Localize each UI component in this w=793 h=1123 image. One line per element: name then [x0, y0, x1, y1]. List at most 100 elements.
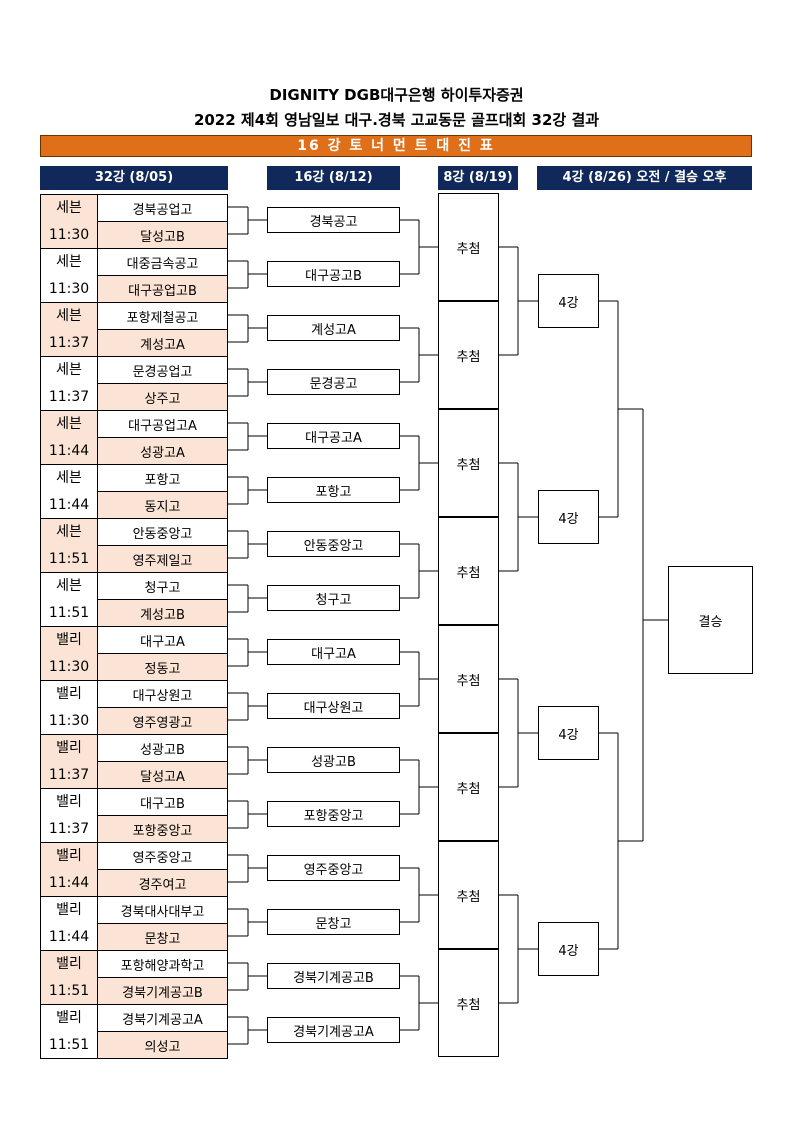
bracket-banner: 16 강 토 너 먼 트 대 진 표	[40, 135, 752, 157]
tee-time: 11:37	[48, 766, 90, 783]
round16-team-box: 대구상원고	[267, 693, 400, 719]
tee-time: 11:30	[48, 658, 90, 675]
column-header-round4-final: 4강 (8/26) 오전 / 결승 오후	[537, 166, 752, 190]
match-time-cell: 밸리 11:51	[40, 1004, 98, 1059]
team-bottom: 대구공업고B	[97, 275, 228, 303]
round16-team-box: 문경공고	[267, 369, 400, 395]
team-bottom: 영주영광고	[97, 707, 228, 735]
round16-team-box: 문창고	[267, 909, 400, 935]
round16-team-box: 경북기계공고B	[267, 963, 400, 989]
course-name: 밸리	[56, 793, 82, 810]
round8-draw-box: 추첨	[438, 733, 499, 841]
team-bottom: 문창고	[97, 923, 228, 951]
team-top: 청구고	[97, 572, 228, 600]
round8-draw-box: 추첨	[438, 625, 499, 733]
course-name: 밸리	[56, 739, 82, 756]
course-name: 밸리	[56, 955, 82, 972]
column-header-round16: 16강 (8/12)	[267, 166, 400, 190]
match-time-cell: 세븐 11:30	[40, 248, 98, 303]
round16-team-box: 성광고B	[267, 747, 400, 773]
team-bottom: 정동고	[97, 653, 228, 681]
round4-box: 4강	[538, 706, 599, 760]
round8-draw-box: 추첨	[438, 517, 499, 625]
tee-time: 11:30	[48, 280, 90, 297]
match-time-cell: 밸리 11:44	[40, 896, 98, 951]
round4-box: 4강	[538, 274, 599, 328]
team-bottom: 의성고	[97, 1031, 228, 1059]
match-time-cell: 밸리 11:37	[40, 734, 98, 789]
round16-team-box: 대구공고B	[267, 261, 400, 287]
match-time-cell: 세븐 11:51	[40, 572, 98, 627]
tee-time: 11:44	[48, 496, 90, 513]
round4-box: 4강	[538, 922, 599, 976]
round16-team-box: 청구고	[267, 585, 400, 611]
course-name: 세븐	[56, 361, 82, 378]
tee-time: 11:44	[48, 928, 90, 945]
final-box: 결승	[668, 566, 753, 674]
match-time-cell: 세븐 11:37	[40, 302, 98, 357]
course-name: 밸리	[56, 901, 82, 918]
tee-time: 11:44	[48, 874, 90, 891]
match-time-cell: 밸리 11:37	[40, 788, 98, 843]
tee-time: 11:30	[48, 226, 90, 243]
team-bottom: 포항중앙고	[97, 815, 228, 843]
team-bottom: 성광고A	[97, 437, 228, 465]
course-name: 세븐	[56, 253, 82, 270]
team-top: 대구공업고A	[97, 410, 228, 438]
column-header-round8: 8강 (8/19)	[438, 166, 518, 190]
team-bottom: 상주고	[97, 383, 228, 411]
tee-time: 11:44	[48, 442, 90, 459]
course-name: 밸리	[56, 685, 82, 702]
course-name: 밸리	[56, 631, 82, 648]
team-bottom: 달성고A	[97, 761, 228, 789]
round16-team-box: 포항중앙고	[267, 801, 400, 827]
tee-time: 11:51	[48, 982, 90, 999]
tee-time: 11:51	[48, 1036, 90, 1053]
team-top: 성광고B	[97, 734, 228, 762]
round16-team-box: 안동중앙고	[267, 531, 400, 557]
team-bottom: 경주여고	[97, 869, 228, 897]
team-top: 안동중앙고	[97, 518, 228, 546]
round8-draw-box: 추첨	[438, 301, 499, 409]
match-time-cell: 세븐 11:44	[40, 464, 98, 519]
team-top: 포항제철공고	[97, 302, 228, 330]
round16-team-box: 대구공고A	[267, 423, 400, 449]
course-name: 세븐	[56, 577, 82, 594]
course-name: 세븐	[56, 307, 82, 324]
team-top: 경북대사대부고	[97, 896, 228, 924]
team-bottom: 영주제일고	[97, 545, 228, 573]
team-bottom: 계성고B	[97, 599, 228, 627]
tee-time: 11:37	[48, 334, 90, 351]
round16-team-box: 계성고A	[267, 315, 400, 341]
team-top: 대중금속공고	[97, 248, 228, 276]
match-time-cell: 밸리 11:44	[40, 842, 98, 897]
round16-team-box: 포항고	[267, 477, 400, 503]
team-top: 경북공업고	[97, 194, 228, 222]
team-top: 대구상원고	[97, 680, 228, 708]
round16-team-box: 대구고A	[267, 639, 400, 665]
round8-draw-box: 추첨	[438, 409, 499, 517]
round16-team-box: 영주중앙고	[267, 855, 400, 881]
course-name: 세븐	[56, 523, 82, 540]
team-bottom: 경북기계공고B	[97, 977, 228, 1005]
team-top: 경북기계공고A	[97, 1004, 228, 1032]
match-time-cell: 밸리 11:51	[40, 950, 98, 1005]
course-name: 밸리	[56, 847, 82, 864]
round8-draw-box: 추첨	[438, 841, 499, 949]
round8-draw-box: 추첨	[438, 949, 499, 1057]
course-name: 세븐	[56, 199, 82, 216]
course-name: 세븐	[56, 469, 82, 486]
column-header-round32: 32강 (8/05)	[40, 166, 228, 190]
team-top: 대구고B	[97, 788, 228, 816]
team-bottom: 달성고B	[97, 221, 228, 249]
tee-time: 11:51	[48, 604, 90, 621]
tee-time: 11:37	[48, 820, 90, 837]
page-title-line1: DIGNITY DGB대구은행 하이투자증권	[269, 86, 524, 104]
course-name: 밸리	[56, 1009, 82, 1026]
team-top: 영주중앙고	[97, 842, 228, 870]
team-top: 포항해양과학고	[97, 950, 228, 978]
